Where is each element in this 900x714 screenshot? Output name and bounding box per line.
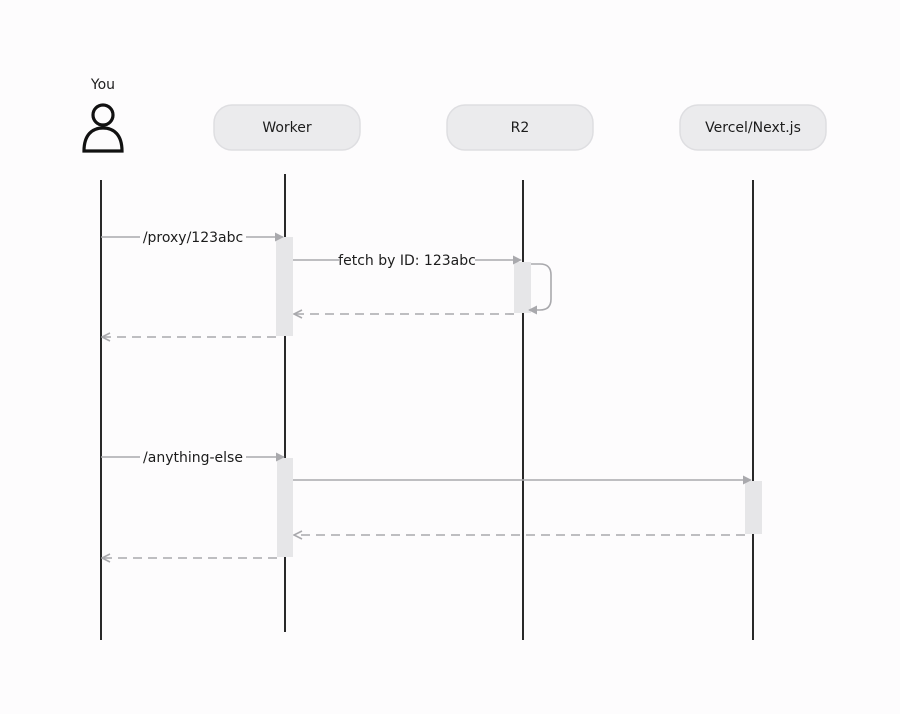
message-label-other: /anything-else — [143, 450, 243, 466]
activation-worker-2 — [277, 458, 293, 557]
participant-label-r2: R2 — [511, 120, 530, 136]
participant-r2: R2 — [446, 104, 594, 151]
participant-worker: Worker — [213, 104, 361, 151]
message-fetch-request: fetch by ID: 123abc — [293, 249, 522, 271]
message-proxy-request: /proxy/123abc — [101, 226, 284, 248]
user-icon — [82, 103, 124, 153]
participant-label-vercel: Vercel/Next.js — [705, 120, 801, 136]
activation-vercel — [745, 481, 762, 534]
r2-self-call-arrow — [528, 263, 552, 315]
participant-label-worker: Worker — [262, 120, 312, 136]
message-label-proxy: /proxy/123abc — [143, 230, 243, 246]
message-label-fetch: fetch by ID: 123abc — [338, 253, 476, 269]
activation-worker-1 — [276, 237, 293, 336]
activation-r2 — [514, 262, 531, 313]
participant-vercel: Vercel/Next.js — [679, 104, 827, 151]
message-other-request: /anything-else — [101, 446, 285, 468]
actor-label: You — [90, 77, 115, 93]
